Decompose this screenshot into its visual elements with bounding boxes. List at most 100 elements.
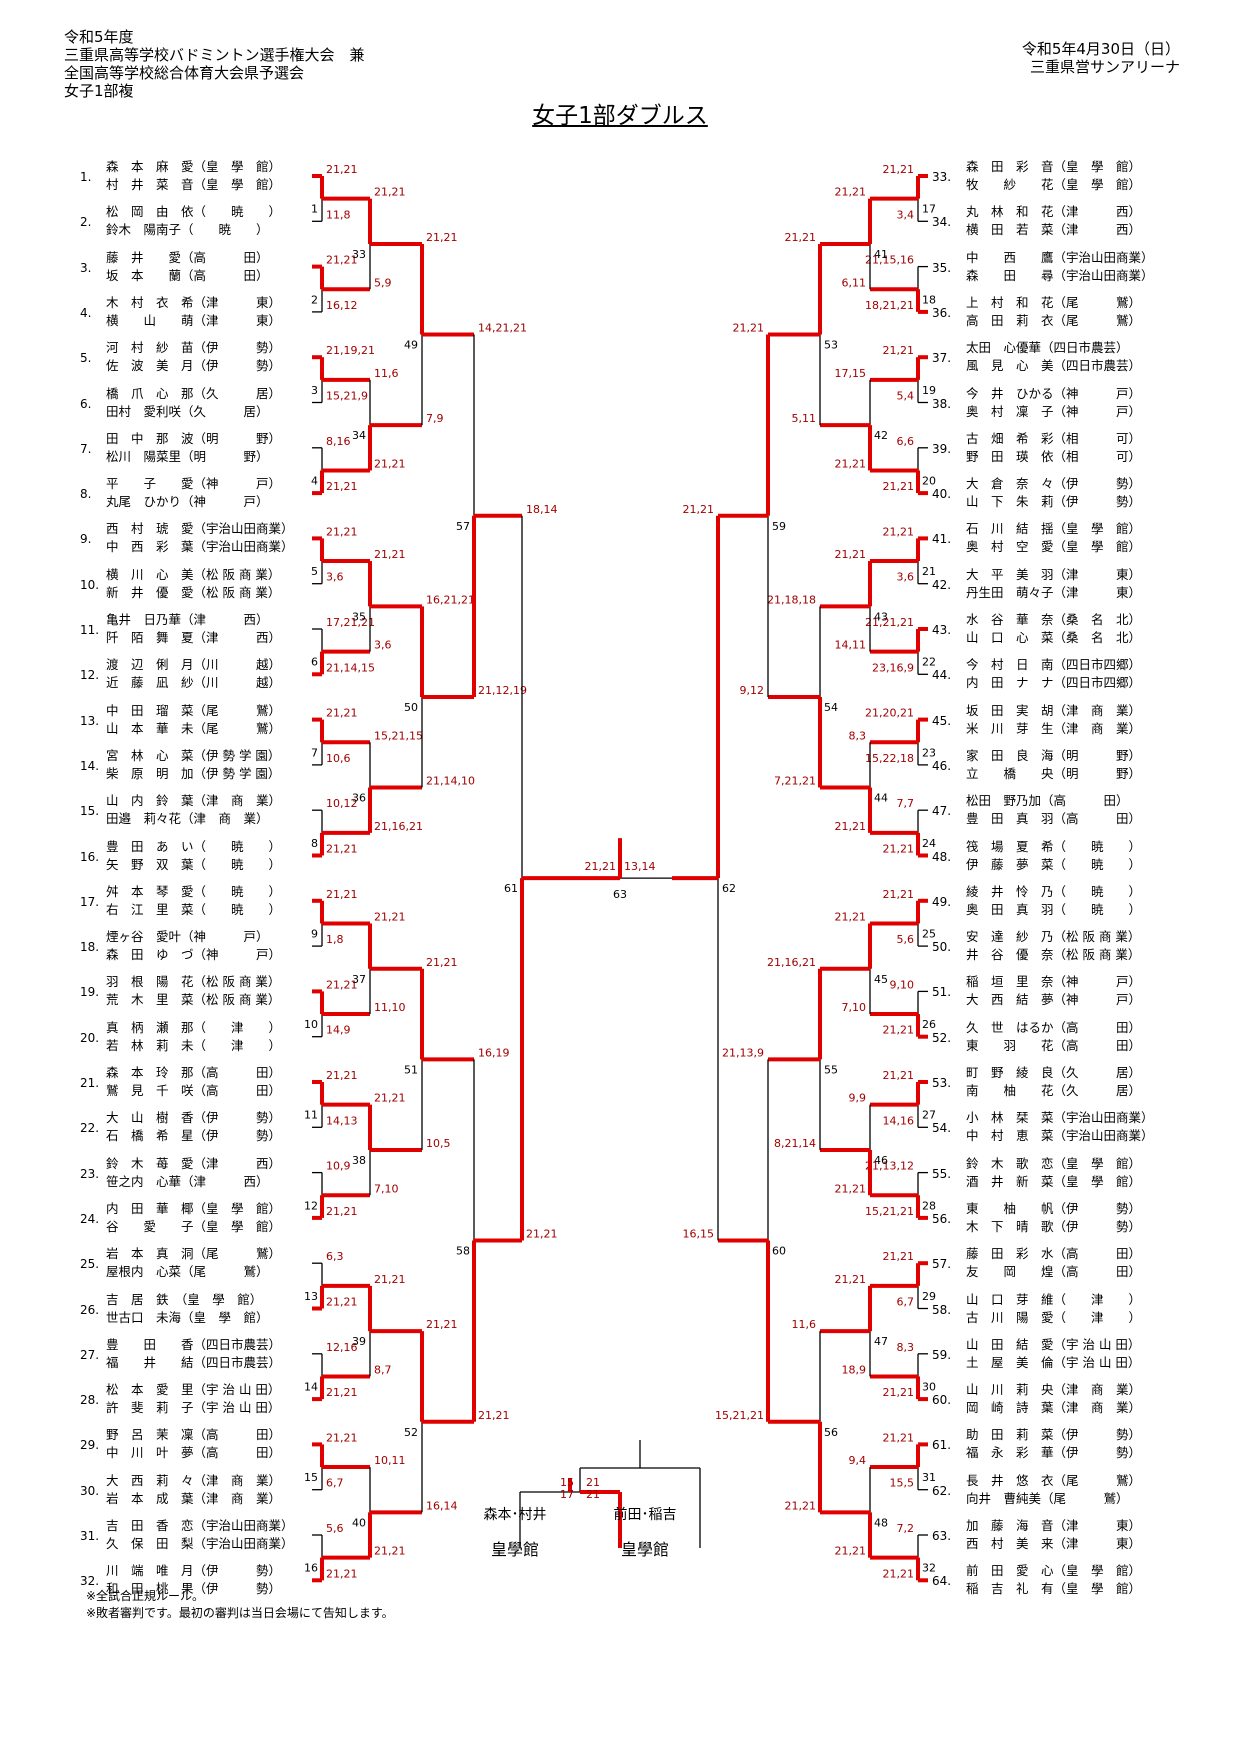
score-bottom: 21,21 — [883, 1386, 915, 1399]
match-number: 60 — [772, 1245, 786, 1258]
player-1: 大 西 莉 々（津 商 業） — [106, 1472, 282, 1488]
finalist-left-name: 森本･村井 — [483, 1507, 547, 1523]
player-1: 豊 田 香（四日市農芸） — [106, 1336, 282, 1352]
match-number: 53 — [824, 339, 838, 352]
match-number: 44 — [874, 792, 888, 805]
score-bottom: 10,6 — [326, 752, 351, 765]
score-top: 9,9 — [849, 1092, 867, 1105]
score-top: 14,21,21 — [478, 322, 527, 335]
entry-number: 20. — [80, 1030, 100, 1045]
player-2: 中 西 彩 葉（宇治山田商業） — [106, 539, 294, 555]
score-bottom: 21,14,15 — [326, 661, 375, 674]
player-2: 友 岡 煌（高 田） — [966, 1264, 1142, 1280]
match-number: 12 — [304, 1199, 318, 1212]
match-number: 62 — [722, 882, 736, 895]
player-2: 中 川 叶 夢（高 田） — [106, 1445, 282, 1461]
match-number: 34 — [352, 429, 366, 442]
match-number: 41 — [874, 248, 888, 261]
player-2: 松川 陽菜里（明 野） — [106, 448, 269, 464]
match-number: 51 — [404, 1063, 418, 1076]
match-number: 52 — [404, 1426, 418, 1439]
entry-number: 48. — [932, 849, 952, 864]
entry-number: 60. — [932, 1393, 952, 1408]
entry-number: 33. — [932, 170, 952, 184]
score-bottom: 16,14 — [426, 1499, 458, 1512]
header-date: 令和5年4月30日（日） — [1021, 40, 1180, 58]
player-2: 福 井 結（四日市農芸） — [106, 1354, 282, 1370]
player-2: 東 羽 花（高 田） — [966, 1037, 1142, 1053]
player-2: 土 屋 美 倫（宇 治 山 田） — [966, 1354, 1141, 1370]
match-number: 10 — [304, 1018, 318, 1031]
player-2: 西 村 美 来（津 東） — [966, 1536, 1142, 1551]
player-1: 吉 居 鉄 （皇 學 館） — [106, 1291, 263, 1307]
player-1: 宮 林 心 菜（伊 勢 学 園） — [106, 747, 281, 763]
player-1: 大 平 美 羽（津 東） — [966, 566, 1142, 582]
entry-number: 14. — [80, 758, 100, 773]
score-top: 21,21 — [883, 525, 915, 538]
final-score-right: 13,14 — [624, 860, 656, 873]
player-1: 助 田 莉 菜（伊 勢） — [966, 1427, 1142, 1443]
footnote-2: ※敗者審判です。最初の審判は当日会場にて告知します。 — [86, 1606, 394, 1620]
playoff-score: 21 — [586, 1476, 600, 1489]
player-1: 藤 井 愛（高 田） — [106, 249, 269, 265]
footnote-1: ※全試合正規ルール。 — [86, 1589, 205, 1603]
player-2: 近 藤 凪 紗（川 越） — [106, 675, 282, 691]
player-1: 坂 田 実 胡（津 商 業） — [966, 702, 1142, 718]
player-1: 久 世 はるか（高 田） — [966, 1019, 1142, 1035]
match-number: 9 — [311, 927, 318, 940]
match-number: 21 — [922, 565, 936, 578]
player-2: 山 口 心 菜（桑 名 北） — [966, 630, 1142, 645]
score-bottom: 15,22,18 — [865, 752, 914, 765]
entry-number: 7. — [80, 441, 92, 456]
player-2: 岩 本 成 葉（津 商 業） — [106, 1490, 282, 1506]
player-1: 藤 田 彩 水（高 田） — [966, 1246, 1142, 1262]
score-bottom: 21,21 — [835, 1545, 867, 1558]
player-2: 稲 吉 礼 有（皇 學 館） — [966, 1581, 1142, 1597]
header-tournament: 三重県高等学校バドミントン選手権大会 兼 — [64, 46, 365, 64]
entry-number: 50. — [932, 940, 952, 955]
entry-number: 63. — [932, 1529, 952, 1543]
entry-number: 12. — [80, 668, 100, 683]
match-number: 23 — [922, 746, 936, 759]
player-1: 安 達 紗 乃（松 阪 商 業） — [966, 929, 1141, 945]
score-bottom: 15,21,9 — [326, 390, 368, 403]
match-number: 29 — [922, 1290, 936, 1303]
entry-number: 31. — [80, 1529, 100, 1543]
match-number: 8 — [311, 837, 318, 850]
player-2: 田村 愛利咲（久 居） — [106, 403, 269, 419]
entry-number: 59. — [932, 1347, 952, 1362]
score-top: 18,14 — [526, 503, 558, 516]
score-top: 21,18,18 — [767, 593, 816, 606]
match-number: 54 — [824, 701, 838, 714]
match-number: 58 — [456, 1245, 470, 1258]
player-1: 羽 根 陽 花（松 阪 商 業） — [106, 974, 281, 990]
entry-number: 5. — [80, 351, 92, 366]
player-2: 奥 村 凜 子（神 戸） — [966, 403, 1142, 419]
player-1: 松 本 愛 里（宇 治 山 田） — [106, 1382, 281, 1398]
match-number: 20 — [922, 474, 936, 487]
score-bottom: 5,6 — [897, 933, 915, 946]
player-2: 高 田 莉 衣（尾 鷲） — [966, 312, 1142, 328]
player-2: 鷲 見 千 咲（高 田） — [106, 1083, 282, 1098]
score-bottom: 21,14,10 — [426, 775, 475, 788]
player-2: 矢 野 双 葉（ 暁 ） — [106, 856, 282, 872]
entry-number: 43. — [932, 623, 952, 637]
score-bottom: 3,4 — [897, 208, 915, 221]
score-top: 21,21 — [733, 322, 765, 335]
match-number: 5 — [311, 565, 318, 578]
entry-number: 23. — [80, 1166, 100, 1181]
player-2: 立 橋 央（明 野） — [966, 765, 1142, 781]
match-number: 30 — [922, 1380, 936, 1393]
entry-number: 10. — [80, 577, 100, 592]
score-top: 8,16 — [326, 435, 351, 448]
entry-number: 26. — [80, 1302, 100, 1317]
player-1: 吉 田 香 恋（宇治山田商業） — [106, 1518, 294, 1533]
player-1: 横 川 心 美（松 阪 商 業） — [106, 566, 281, 582]
player-1: 橋 爪 心 那（久 居） — [106, 385, 282, 401]
entry-number: 28. — [80, 1393, 100, 1408]
match-number: 56 — [824, 1426, 838, 1439]
score-bottom: 21,21 — [326, 1386, 358, 1399]
score-top: 9,4 — [849, 1454, 867, 1467]
score-bottom: 9,12 — [740, 684, 765, 697]
score-top: 21,21 — [326, 254, 358, 267]
